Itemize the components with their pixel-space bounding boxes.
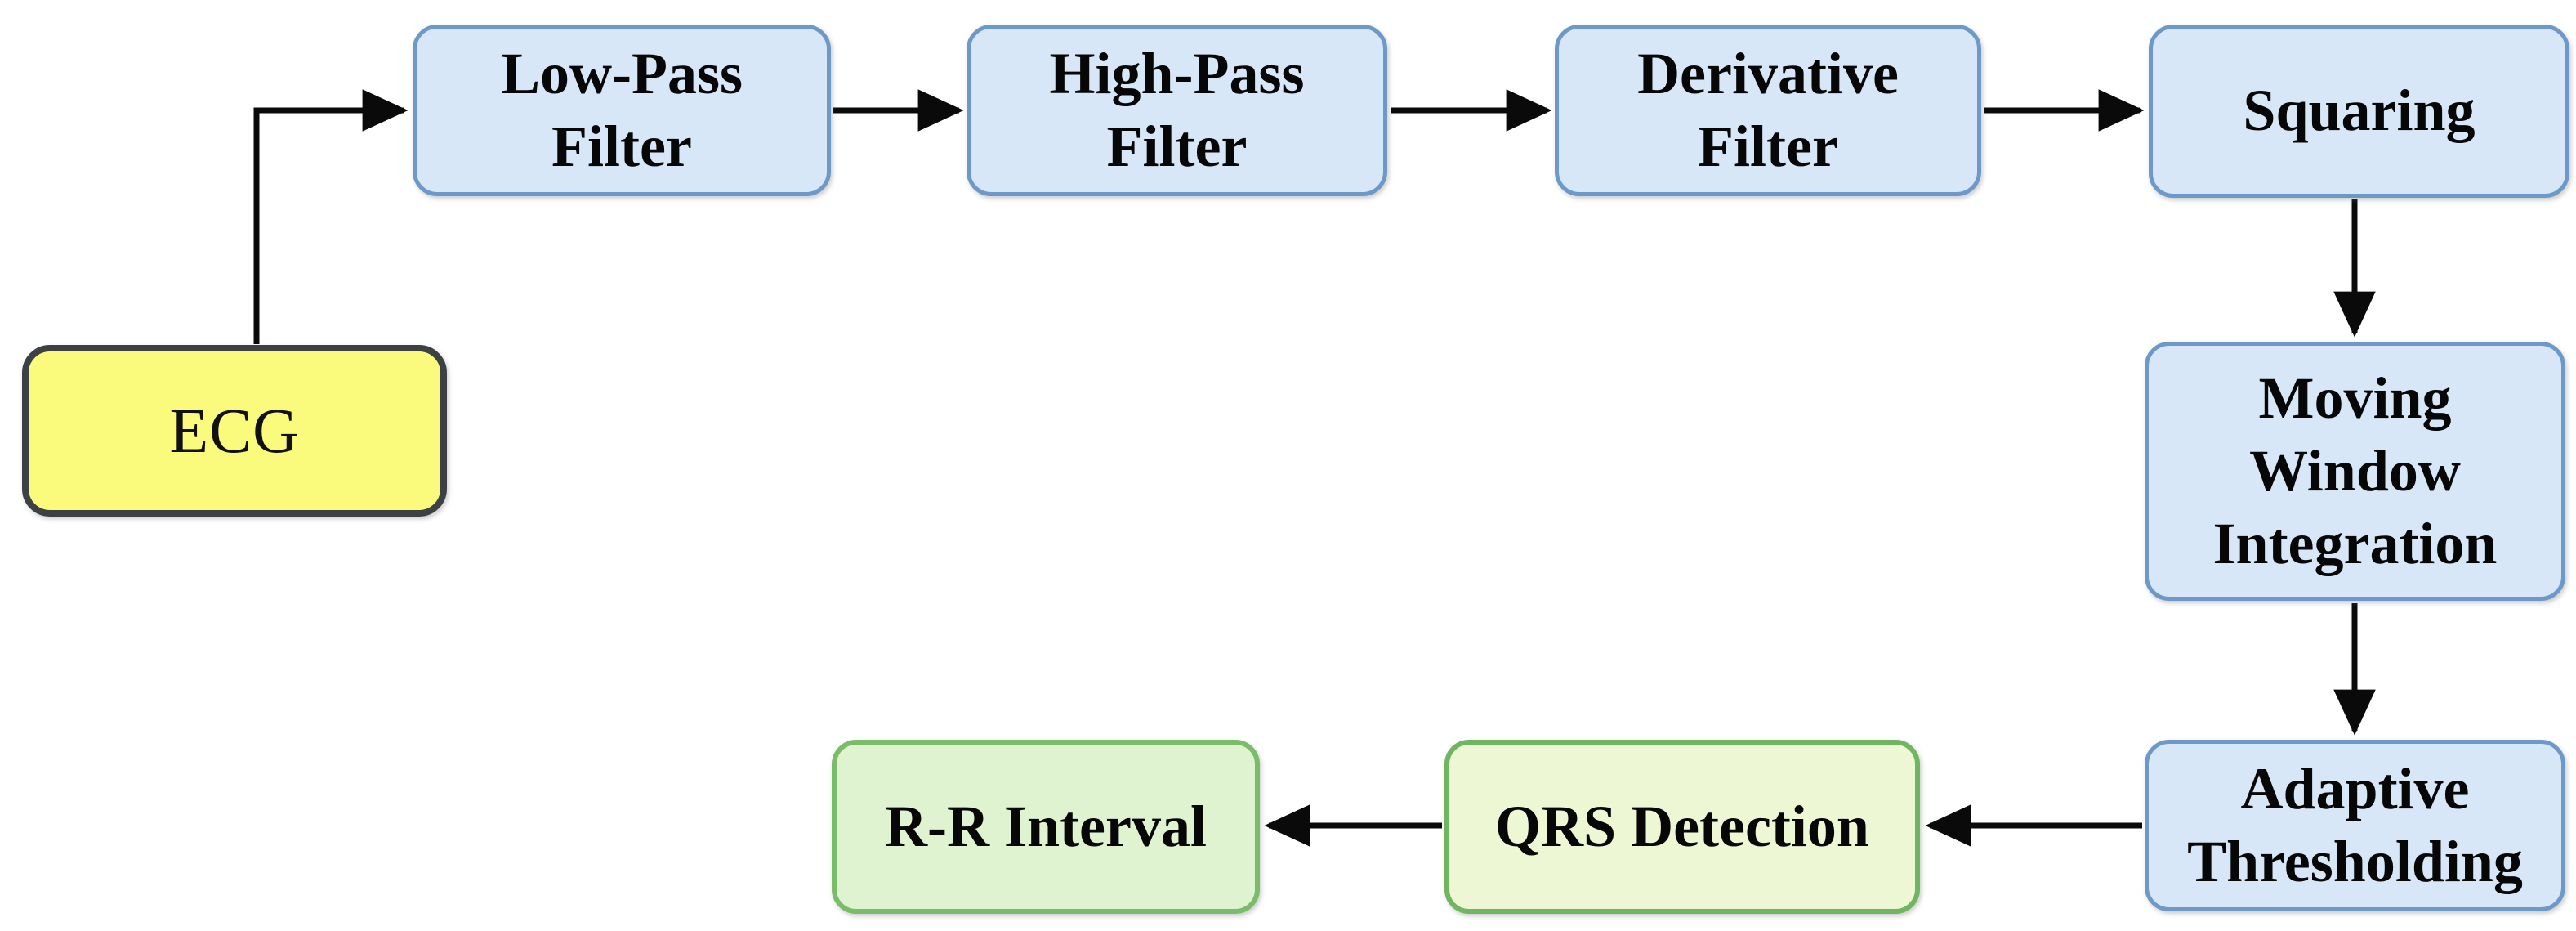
- edge-ecg-to-low-pass-filter: [253, 89, 408, 344]
- node-adaptive-thresholding: Adaptive Thresholding: [2145, 740, 2565, 911]
- node-qrs-detection-label: QRS Detection: [1495, 793, 1869, 859]
- node-low-pass-filter: Low-Pass Filter: [413, 25, 831, 196]
- node-rr-interval-label: R-R Interval: [885, 793, 1207, 859]
- node-squaring: Squaring: [2149, 25, 2569, 198]
- node-rr-interval: R-R Interval: [832, 740, 1260, 914]
- node-moving-window-integration: Moving Window Integration: [2145, 342, 2565, 601]
- node-derivative-filter: Derivative Filter: [1555, 25, 1981, 196]
- node-high-pass-filter-label: High-Pass Filter: [1049, 40, 1305, 179]
- node-high-pass-filter: High-Pass Filter: [967, 25, 1387, 196]
- node-ecg: ECG: [22, 345, 447, 517]
- node-squaring-label: Squaring: [2243, 78, 2476, 144]
- node-low-pass-filter-label: Low-Pass Filter: [500, 40, 743, 179]
- node-adaptive-thresholding-label: Adaptive Thresholding: [2187, 755, 2523, 894]
- node-ecg-label: ECG: [169, 394, 300, 466]
- node-qrs-detection: QRS Detection: [1444, 740, 1920, 914]
- node-derivative-filter-label: Derivative Filter: [1637, 40, 1899, 179]
- node-moving-window-integration-label: Moving Window Integration: [2212, 365, 2498, 577]
